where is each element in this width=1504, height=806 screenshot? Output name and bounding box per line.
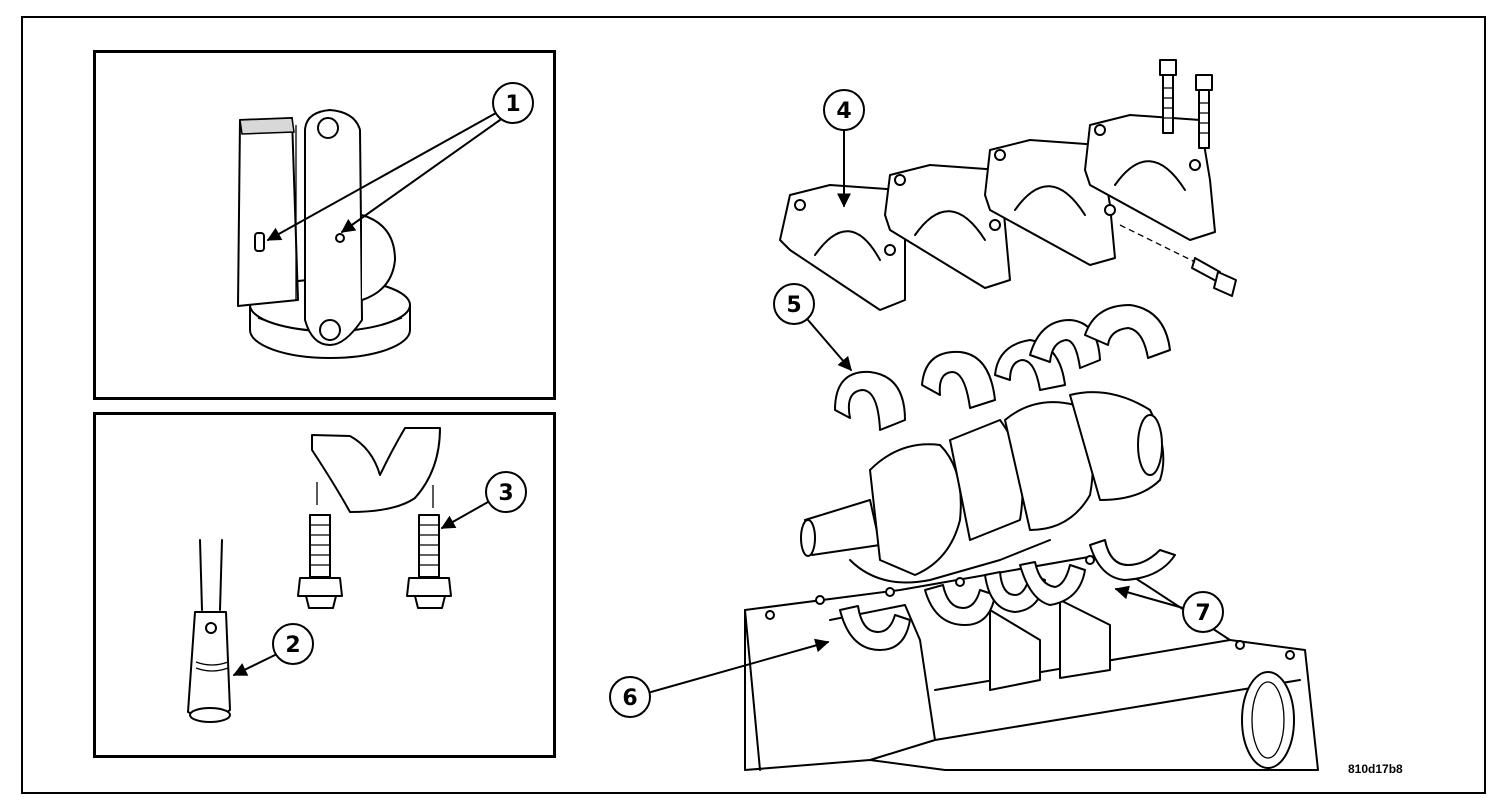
callout-7-label: 7 bbox=[1195, 601, 1210, 626]
callout-6: 6 bbox=[609, 676, 651, 718]
callout-5: 5 bbox=[773, 283, 815, 325]
upper-bearing-shells bbox=[834, 304, 1171, 431]
callout-4-label: 4 bbox=[836, 99, 851, 124]
callout-2-label: 2 bbox=[285, 633, 300, 658]
callout-5-label: 5 bbox=[786, 293, 801, 318]
callout-6-label: 6 bbox=[622, 686, 637, 711]
crankshaft bbox=[800, 391, 1165, 584]
callout-4: 4 bbox=[823, 89, 865, 131]
lower-bearing-shells bbox=[839, 539, 1176, 651]
bolts-illustration bbox=[187, 427, 452, 723]
callout-3-label: 3 bbox=[498, 481, 513, 506]
callout-1-label: 1 bbox=[505, 92, 520, 117]
engine-block bbox=[744, 554, 1319, 771]
callout-7: 7 bbox=[1182, 591, 1224, 633]
main-bearing-caps bbox=[779, 59, 1237, 311]
figure-id: 810d17b8 bbox=[1348, 762, 1403, 776]
leader-arrows bbox=[232, 112, 1184, 693]
callout-1: 1 bbox=[492, 82, 534, 124]
inset-bolts bbox=[93, 412, 556, 758]
connecting-rod-illustration bbox=[237, 109, 411, 359]
inset-connecting-rod bbox=[93, 50, 556, 400]
callout-2: 2 bbox=[272, 623, 314, 665]
outer-frame bbox=[21, 16, 1486, 794]
callout-3: 3 bbox=[485, 471, 527, 513]
